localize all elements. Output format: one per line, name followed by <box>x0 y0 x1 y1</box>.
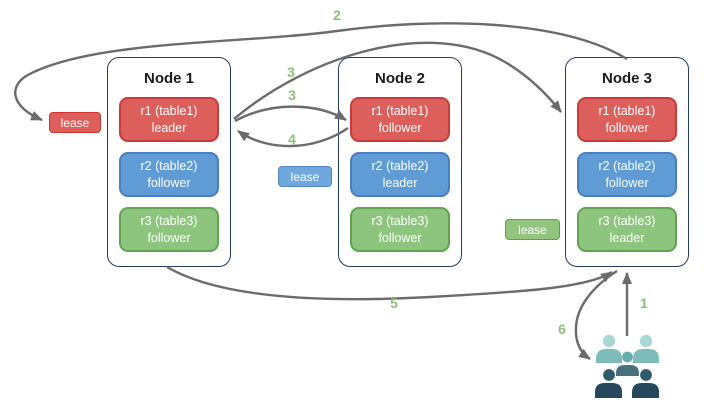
step-label-2: 2 <box>333 7 341 23</box>
node-2-box: Node 2 r1 (table1) follower r2 (table2) … <box>338 57 462 267</box>
node-1-replica-r3: r3 (table3) follower <box>119 207 219 252</box>
node-1-box: Node 1 r1 (table1) leader r2 (table2) fo… <box>107 57 231 267</box>
lease-tag-r3: lease <box>505 219 560 240</box>
step-label-3b: 3 <box>288 87 296 103</box>
replica-role: leader <box>382 175 418 190</box>
node-2-replica-r1: r1 (table1) follower <box>350 97 450 142</box>
step-label-3a: 3 <box>287 64 295 80</box>
replica-name: r1 (table1) <box>598 104 656 119</box>
node-1-replica-r1: r1 (table1) leader <box>119 97 219 142</box>
replica-name: r2 (table2) <box>140 159 198 174</box>
replica-name: r1 (table1) <box>140 104 198 119</box>
node-1-replica-r2: r2 (table2) follower <box>119 152 219 197</box>
step-label-1: 1 <box>640 295 648 311</box>
replica-role: follower <box>605 120 649 135</box>
replica-name: r3 (table3) <box>598 214 656 229</box>
node-2-title: Node 2 <box>374 70 425 87</box>
replica-role: follower <box>378 120 422 135</box>
replica-name: r3 (table3) <box>140 214 198 229</box>
replica-name: r1 (table1) <box>371 104 429 119</box>
replica-name: r2 (table2) <box>371 159 429 174</box>
node-3-replica-r3: r3 (table3) leader <box>577 207 677 252</box>
step-label-4: 4 <box>288 131 296 147</box>
replica-role: leader <box>151 120 187 135</box>
lease-tag-r2: lease <box>278 166 332 187</box>
node-2-replica-r2: r2 (table2) leader <box>350 152 450 197</box>
replica-name: r2 (table2) <box>598 159 656 174</box>
lease-tag-r1: lease <box>49 112 101 133</box>
node-3-title: Node 3 <box>601 70 652 87</box>
replica-name: r3 (table3) <box>371 214 429 229</box>
replica-role: follower <box>147 175 191 190</box>
step-label-5: 5 <box>390 295 398 311</box>
replica-role: follower <box>605 175 649 190</box>
node-1-title: Node 1 <box>143 70 194 87</box>
step-label-6: 6 <box>558 321 566 337</box>
replica-role: follower <box>378 230 422 245</box>
node-2-replica-r3: r3 (table3) follower <box>350 207 450 252</box>
node-3-box: Node 3 r1 (table1) follower r2 (table2) … <box>565 57 689 267</box>
node-3-replica-r1: r1 (table1) follower <box>577 97 677 142</box>
node-3-replica-r2: r2 (table2) follower <box>577 152 677 197</box>
arrow-3-node1-to-node2 <box>234 105 347 123</box>
replica-role: leader <box>609 230 645 245</box>
users-group-icon <box>595 334 659 398</box>
replica-role: follower <box>147 230 191 245</box>
arrow-6-node3-to-users <box>574 269 618 360</box>
